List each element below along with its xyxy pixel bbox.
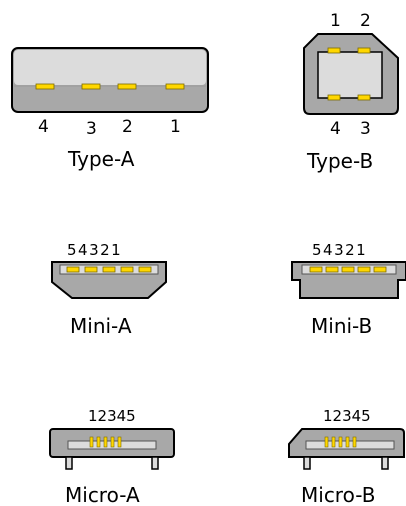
type-a-pin-2 xyxy=(117,83,137,90)
type-a-pin-label: 3 xyxy=(86,119,97,139)
micro-b-pin xyxy=(324,436,329,448)
type-a-pin-label: 4 xyxy=(38,117,49,137)
type-a-connector: 4 3 2 1 Type-A xyxy=(11,47,209,171)
micro-b-label: Micro-B xyxy=(301,483,375,506)
micro-b-pin xyxy=(331,436,336,448)
type-a-tongue xyxy=(14,50,206,85)
micro-a-pin xyxy=(96,436,101,448)
mini-b-connector: 54321 Mini-B xyxy=(291,241,406,338)
micro-a-connector: 12345 Micro-A xyxy=(49,407,175,506)
micro-b-leg xyxy=(303,456,311,470)
type-b-pin-3 xyxy=(357,94,371,101)
micro-a-pin xyxy=(89,436,94,448)
type-b-pin-label: 4 xyxy=(330,119,341,139)
mini-b-pin xyxy=(357,266,371,273)
type-b-tongue xyxy=(317,51,383,99)
micro-b-connector: 12345 Micro-B xyxy=(288,407,405,506)
type-a-pin-label: 1 xyxy=(170,117,181,137)
mini-b-pin xyxy=(325,266,339,273)
micro-a-pin xyxy=(110,436,115,448)
type-a-pin-4 xyxy=(35,83,55,90)
micro-b-leg xyxy=(381,456,389,470)
mini-a-pin xyxy=(84,266,98,273)
micro-b-pin xyxy=(352,436,357,448)
micro-a-leg xyxy=(151,456,159,470)
micro-a-leg xyxy=(65,456,73,470)
mini-b-label: Mini-B xyxy=(311,314,372,338)
mini-a-pin xyxy=(102,266,116,273)
mini-b-pin-labels: 54321 xyxy=(312,241,367,259)
mini-b-pin xyxy=(309,266,323,273)
type-b-pin-label: 3 xyxy=(360,119,371,139)
type-b-connector: 1 2 4 3 Type-B xyxy=(303,11,399,173)
micro-a-pin-labels: 12345 xyxy=(88,407,136,425)
mini-a-connector: 54321 Mini-A xyxy=(51,241,167,338)
micro-b-pin xyxy=(345,436,350,448)
micro-a-pin xyxy=(117,436,122,448)
mini-a-pin xyxy=(120,266,134,273)
type-b-pin-4 xyxy=(327,94,341,101)
micro-a-label: Micro-A xyxy=(65,483,140,506)
mini-a-label: Mini-A xyxy=(70,314,132,338)
type-b-pin-label: 1 xyxy=(330,11,341,31)
mini-a-pin xyxy=(138,266,152,273)
micro-b-pin xyxy=(338,436,343,448)
type-b-pin-label: 2 xyxy=(360,11,371,31)
type-a-pin-3 xyxy=(81,83,101,90)
micro-a-pin xyxy=(103,436,108,448)
mini-a-pin xyxy=(66,266,80,273)
mini-b-pin xyxy=(373,266,387,273)
type-b-pin-1 xyxy=(327,47,341,54)
micro-b-tongue xyxy=(305,440,395,450)
type-b-pin-2 xyxy=(357,47,371,54)
mini-b-pin xyxy=(341,266,355,273)
type-a-pin-1 xyxy=(165,83,185,90)
micro-b-pin-labels: 12345 xyxy=(323,407,371,425)
type-a-label: Type-A xyxy=(67,147,135,171)
type-a-pin-label: 2 xyxy=(122,117,133,137)
type-b-label: Type-B xyxy=(306,149,373,173)
mini-a-pin-labels: 54321 xyxy=(67,241,122,259)
